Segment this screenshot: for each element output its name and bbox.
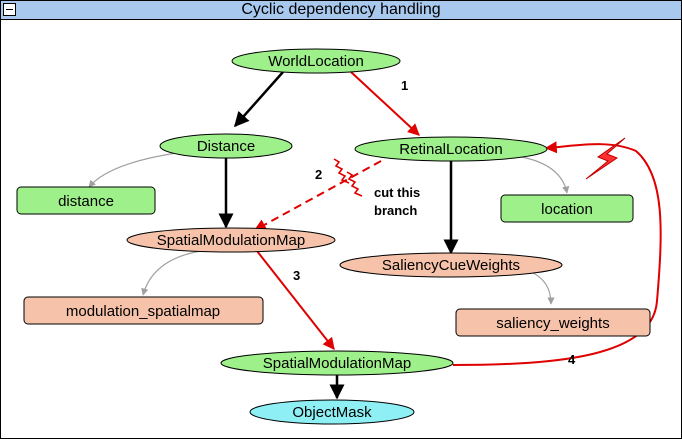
node-spatialmodulationmap-1[interactable]: SpatialModulationMap [126, 227, 336, 253]
node-distance-output[interactable]: distance [16, 186, 156, 215]
edge-worldlocation-distance [234, 71, 284, 128]
edge-worldlocation-retinal [350, 71, 420, 136]
svg-text:SpatialModulationMap: SpatialModulationMap [263, 355, 411, 372]
svg-text:ObjectMask: ObjectMask [292, 404, 372, 421]
cut-branch-label-line2: branch [374, 203, 417, 218]
edge-spatial1-spatial2 [256, 250, 335, 350]
edge-retinal-spatial1-dashed [253, 160, 382, 231]
svg-text:WorldLocation: WorldLocation [268, 53, 364, 70]
edge-retinal-location [515, 155, 570, 194]
lightning-icon [585, 137, 626, 180]
cut-squiggle-icon [333, 158, 350, 184]
step-label-2: 2 [315, 167, 322, 182]
cut-branch-label-line1: cut this [374, 185, 420, 200]
node-saliencycueweights[interactable]: SaliencyCueWeights [339, 252, 563, 278]
node-worldlocation[interactable]: WorldLocation [231, 48, 401, 74]
svg-text:SpatialModulationMap: SpatialModulationMap [157, 232, 305, 249]
edge-saliencycue-saliencyweights [530, 271, 555, 305]
step-label-4: 4 [568, 352, 576, 367]
node-saliency-weights-output[interactable]: saliency_weights [455, 308, 651, 337]
collapse-icon[interactable] [3, 3, 16, 16]
svg-text:distance: distance [58, 193, 114, 210]
step-label-3: 3 [293, 268, 300, 283]
node-distance[interactable]: Distance [159, 133, 293, 159]
cut-squiggle-icon-2 [346, 171, 363, 197]
svg-text:saliency_weights: saliency_weights [496, 315, 609, 332]
edge-cycle-back [452, 141, 662, 366]
title-bar: Cyclic dependency handling [1, 1, 681, 20]
node-objectmask[interactable]: ObjectMask [249, 399, 415, 425]
svg-text:RetinalLocation: RetinalLocation [399, 141, 502, 158]
svg-text:modulation_spatialmap: modulation_spatialmap [66, 303, 220, 320]
node-retinallocation[interactable]: RetinalLocation [354, 136, 548, 162]
svg-text:location: location [541, 201, 593, 218]
edge-distance-output [88, 150, 192, 188]
svg-text:Distance: Distance [197, 138, 255, 155]
svg-text:SaliencyCueWeights: SaliencyCueWeights [382, 257, 520, 274]
node-modulation-spatialmap-output[interactable]: modulation_spatialmap [23, 296, 264, 325]
window-title: Cyclic dependency handling [241, 1, 441, 18]
node-location-output[interactable]: location [500, 194, 634, 223]
step-label-1: 1 [401, 78, 408, 93]
edge-spatial1-modulation [141, 250, 202, 296]
node-spatialmodulationmap-2[interactable]: SpatialModulationMap [220, 350, 454, 376]
